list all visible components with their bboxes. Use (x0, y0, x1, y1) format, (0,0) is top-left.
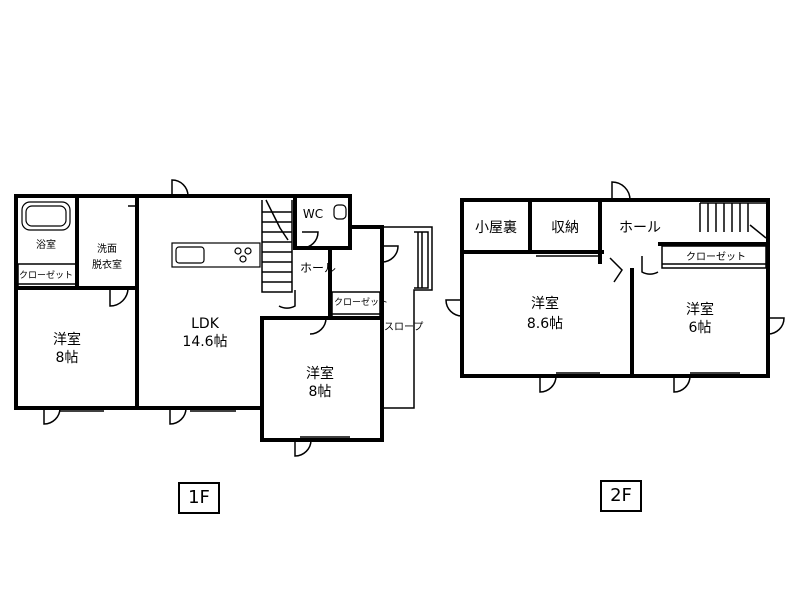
floor-1-plan: 浴室 洗面 脱衣室 クローゼット 洋室 8帖 LDK 14.6帖 WC ホール … (14, 179, 433, 457)
doors-1f (43, 179, 399, 457)
windows-1f (60, 407, 350, 441)
stair-1f (261, 199, 293, 293)
room-label-hall-2f: ホール (619, 220, 661, 236)
floor-2-interior-walls (460, 198, 770, 378)
stair-2f (699, 202, 767, 239)
slope-rail (414, 231, 429, 289)
floor-label-1f: 1F (178, 482, 220, 514)
kitchen-sink (175, 246, 205, 264)
bathtub-inner (25, 205, 67, 227)
room-label-washroom-2: 脱衣室 (92, 258, 122, 271)
room-label-western-b-1: 洋室 (686, 301, 714, 318)
room-label-western-b-2: 6帖 (689, 320, 712, 336)
room-label-storage: 収納 (551, 220, 579, 236)
room-label-closet-mid: クローゼット (334, 296, 388, 308)
room-label-western-mid-2: 8帖 (309, 384, 332, 400)
closet-2f (661, 245, 767, 269)
room-label-western-left-2: 8帖 (56, 350, 79, 366)
stove-burner (244, 247, 252, 255)
room-label-western-mid-1: 洋室 (306, 365, 334, 382)
bathtub (21, 201, 71, 231)
room-label-bath: 浴室 (36, 238, 56, 251)
room-label-slope: スロープ (384, 321, 423, 333)
floor-2-plan: 小屋裏 収納 ホール クローゼット 洋室 8.6帖 洋室 6帖 (445, 181, 785, 393)
floor-2-exterior-wall (460, 198, 770, 378)
room-label-western-a-2: 8.6帖 (527, 316, 563, 332)
stove-burner (239, 255, 247, 263)
stove-burner (234, 247, 242, 255)
kitchen-counter (171, 242, 261, 268)
floor-label-2f: 2F (600, 480, 642, 512)
room-label-ldk-1: LDK (191, 316, 220, 332)
doors-2f (445, 181, 785, 393)
closet-mid (331, 291, 381, 319)
toilet (333, 204, 347, 220)
room-label-attic: 小屋裏 (475, 219, 517, 236)
room-label-hall-1f: ホール (300, 261, 336, 275)
slope-outline (382, 226, 433, 409)
room-label-closet-left: クローゼット (19, 269, 73, 281)
windows-2f (556, 372, 740, 377)
room-label-wc: WC (303, 207, 323, 221)
room-label-western-a-1: 洋室 (531, 295, 559, 312)
room-label-western-left-1: 洋室 (53, 331, 81, 348)
room-label-washroom-1: 洗面 (97, 243, 117, 255)
room-label-ldk-2: 14.6帖 (182, 334, 227, 350)
room-label-closet-2f: クローゼット (686, 251, 746, 263)
closet-left (17, 263, 77, 289)
